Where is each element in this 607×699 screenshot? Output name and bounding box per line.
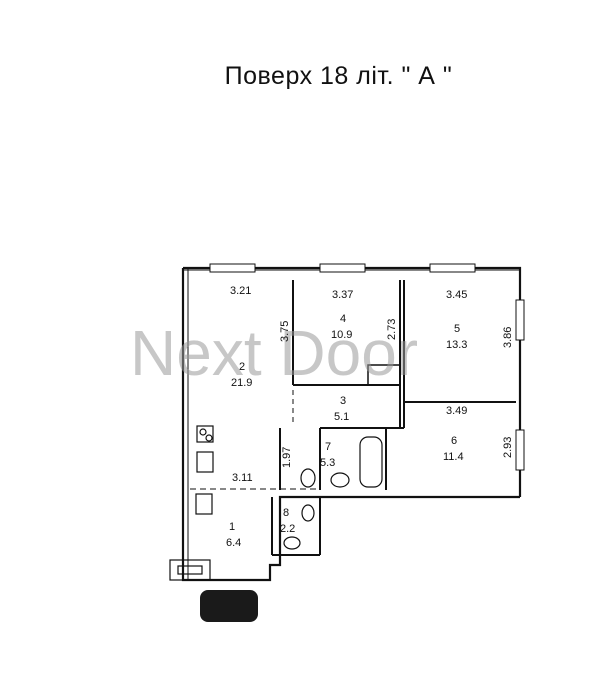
- dimension-label: 3.86: [502, 327, 514, 348]
- room-labels: 1 6.4 2 21.9 3 5.1 4 10.9 5 13.3 6 11.4 …: [226, 313, 467, 549]
- dimension-label: 3.75: [279, 321, 291, 342]
- room-5-area: 13.3: [446, 339, 467, 351]
- floor-title: Поверх 18 літ. " А ": [0, 62, 607, 91]
- room-6-number: 6: [451, 435, 457, 447]
- room-2-number: 2: [239, 361, 245, 373]
- dimension-label: 2.93: [502, 437, 514, 458]
- dimension-label: 1.97: [281, 447, 293, 468]
- room-8-area: 2.2: [280, 523, 295, 535]
- dimension-label: 3.21: [230, 285, 251, 297]
- floor-title-text: Поверх 18 літ. " А ": [224, 62, 453, 90]
- interior-walls: [190, 280, 516, 556]
- dimension-label: 3.11: [232, 472, 253, 484]
- room-3-area: 5.1: [334, 411, 349, 423]
- room-5-number: 5: [454, 323, 460, 335]
- windows: [209, 263, 525, 471]
- room-6-area: 11.4: [443, 451, 464, 463]
- room-1-number: 1: [229, 521, 235, 533]
- room-1-area: 6.4: [226, 537, 241, 549]
- room-7-number: 7: [325, 441, 331, 453]
- room-8-number: 8: [283, 507, 289, 519]
- room-4-area: 10.9: [331, 329, 352, 341]
- dimension-label: 3.37: [332, 289, 353, 301]
- dimension-label: 2.73: [386, 319, 398, 340]
- room-3-number: 3: [340, 395, 346, 407]
- outer-walls: [181, 266, 522, 582]
- room-4-number: 4: [340, 313, 346, 325]
- watermark: Next Door: [130, 317, 418, 389]
- fixtures: [169, 425, 383, 581]
- room-7-area: 5.3: [320, 457, 335, 469]
- dimension-label: 3.49: [446, 405, 467, 417]
- room-2-area: 21.9: [231, 377, 252, 389]
- redaction-mark: [200, 590, 258, 622]
- dimension-label: 3.45: [446, 289, 467, 301]
- dimension-labels: 3.21 3.37 3.45 3.75 2.73 3.86 3.49 2.93 …: [230, 285, 514, 484]
